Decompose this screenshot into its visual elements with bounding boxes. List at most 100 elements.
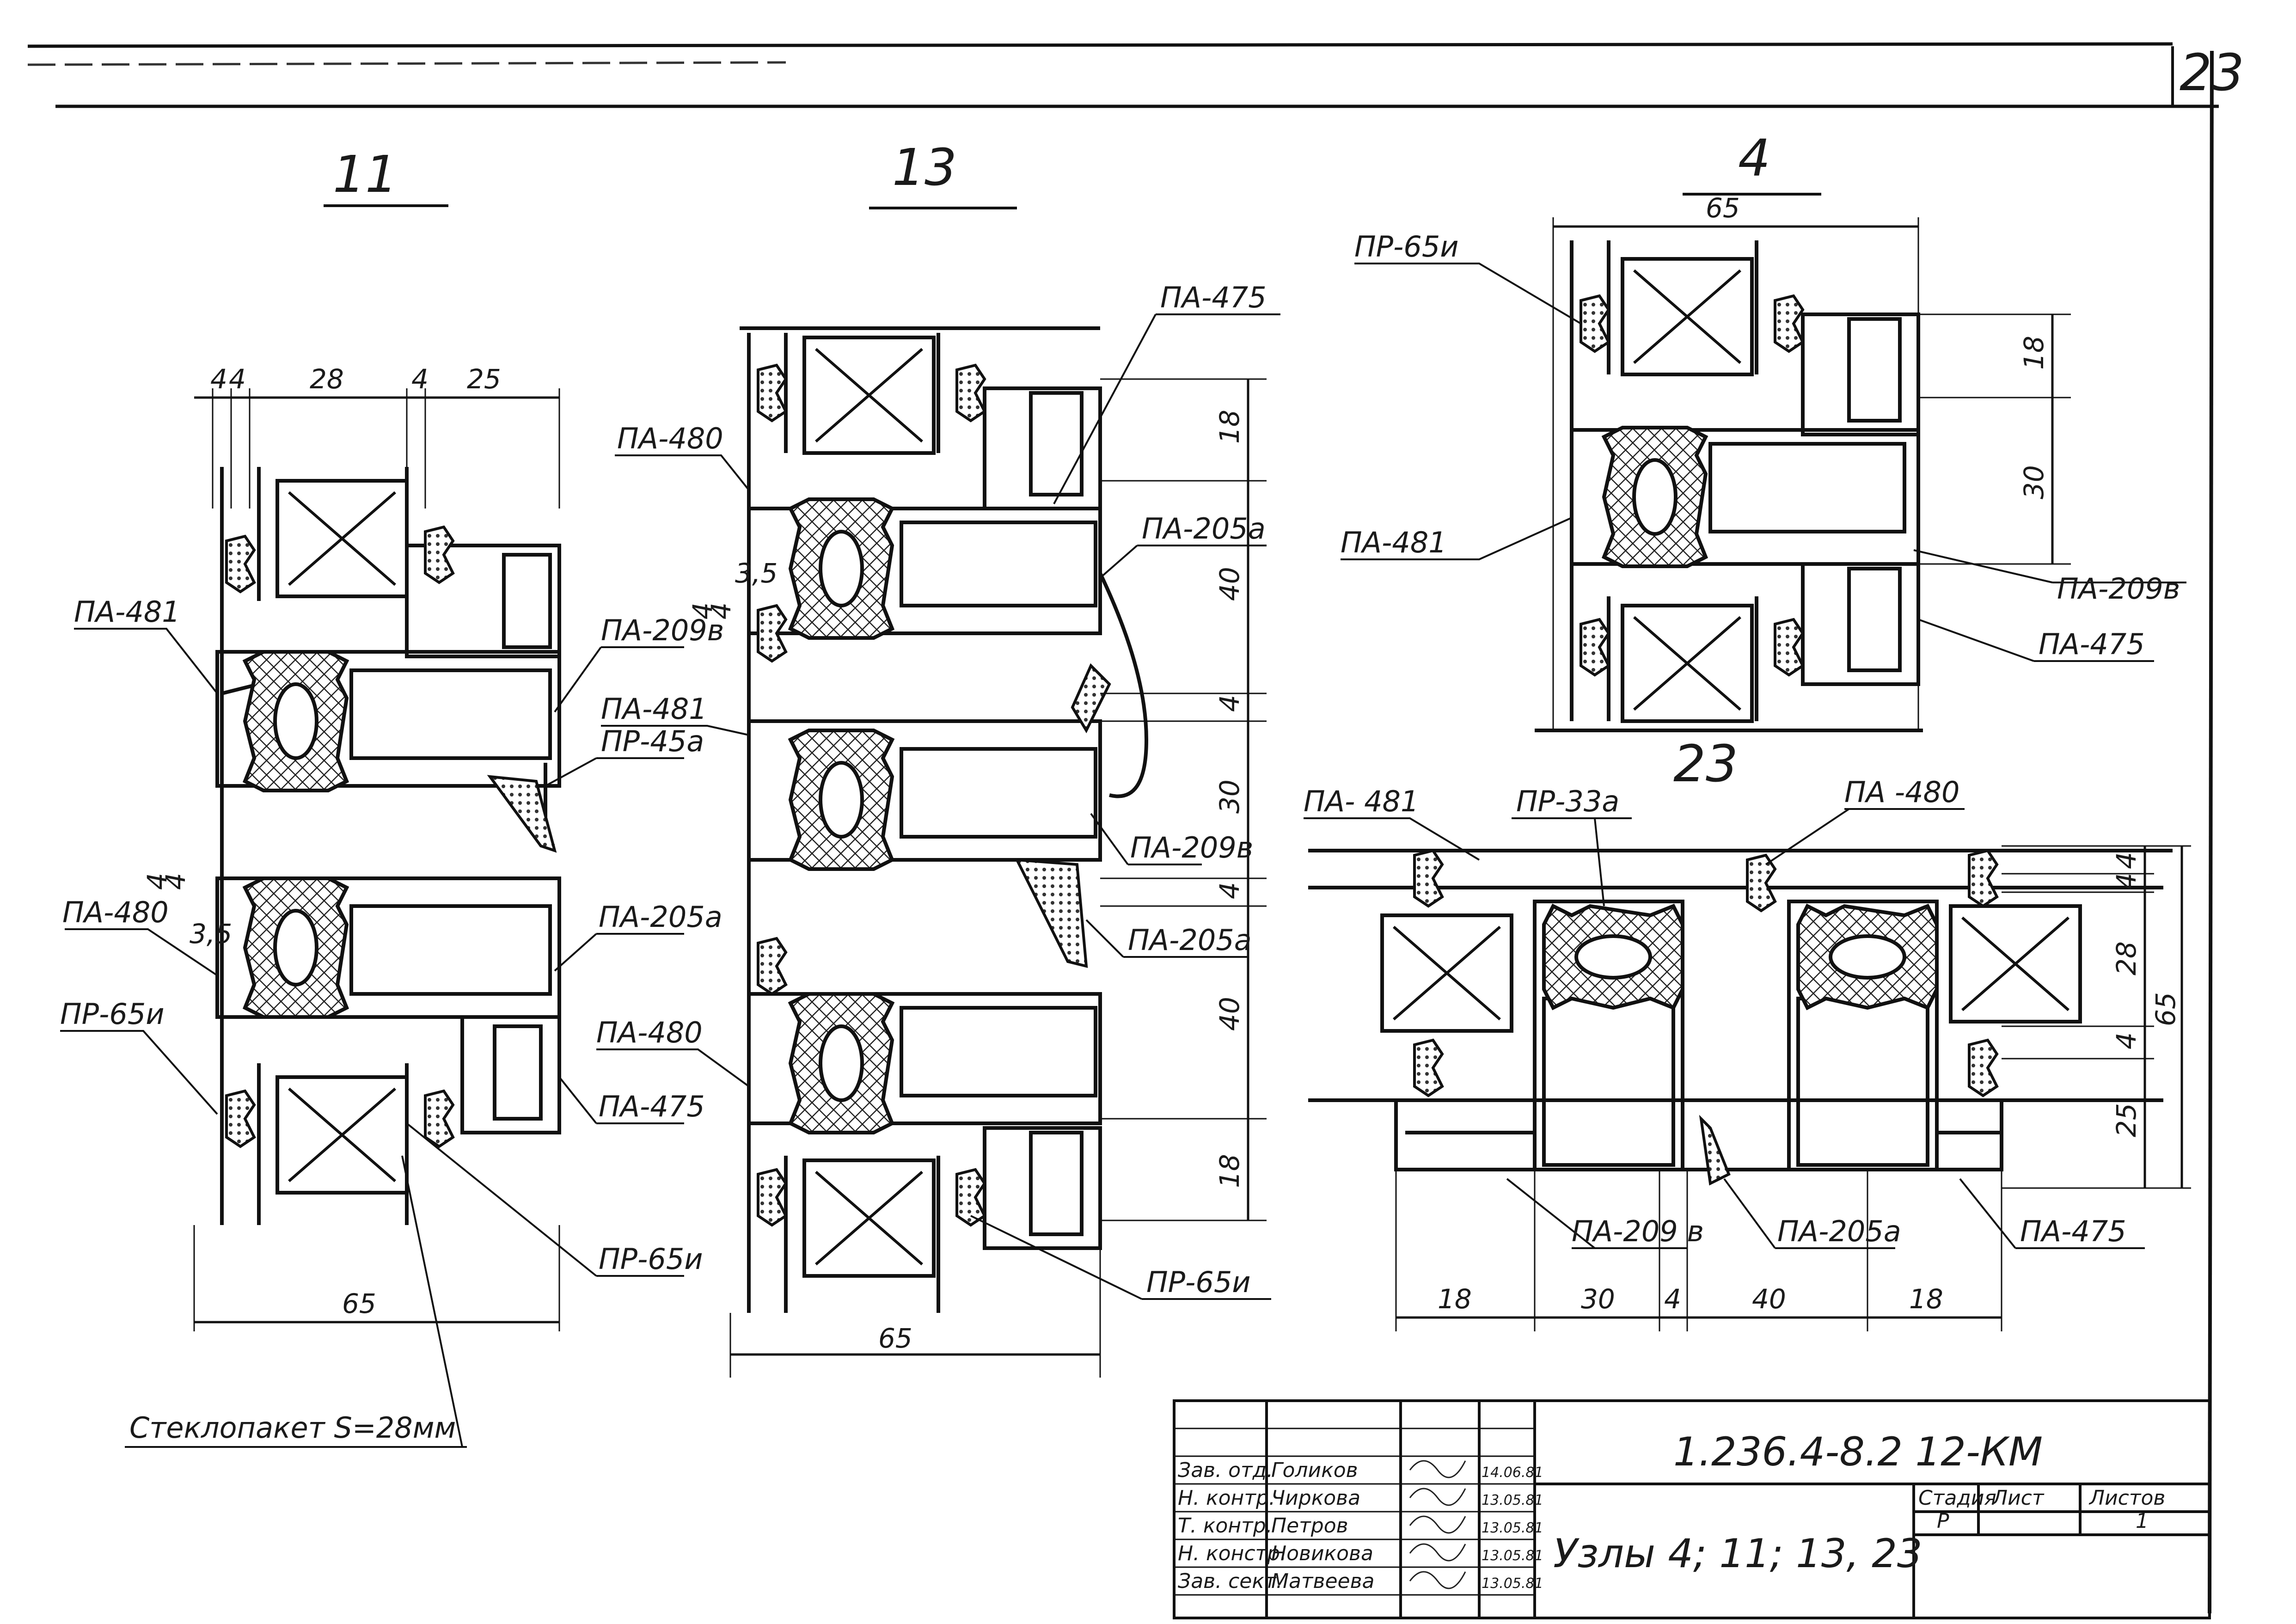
- n23-label-pa475: ПА-475: [2020, 1214, 2126, 1248]
- n13-small-dim-2: 4: [687, 602, 718, 619]
- n13-glass-bottom: [804, 1160, 934, 1276]
- n11-insert-bottom: [245, 878, 347, 1017]
- dim-n11-2: 4: [229, 363, 246, 395]
- node-23-dims-bottom: 18 30 4 40 18: [1395, 1170, 2002, 1331]
- n23-label-pa205a: ПА-205а: [1777, 1214, 1901, 1248]
- n4-label-pr65i: ПР-65и: [1354, 230, 1459, 264]
- tb-name-4: Матвеева: [1271, 1569, 1375, 1593]
- tb-date-0: 14.06.81: [1482, 1465, 1543, 1481]
- n23-insert-left: [1544, 906, 1683, 1008]
- n23-seal-1: [1414, 851, 1442, 906]
- node-23-dims-right: 4 4 28 4 25 65: [2002, 845, 2191, 1189]
- n4-dim-r2: 30: [2018, 465, 2050, 499]
- n13-seal-2: [957, 365, 985, 421]
- n23-insert-right: [1798, 906, 1937, 1008]
- n13-small-dim-3: 4: [705, 602, 737, 619]
- n4-dim-top: 65: [1706, 192, 1740, 224]
- tb-header-sheets: Листов: [2088, 1486, 2165, 1510]
- n13-small-dim-1: 3,5: [735, 558, 778, 589]
- tb-role-1: Н. контр.: [1178, 1486, 1275, 1510]
- tb-name-1: Чиркова: [1271, 1486, 1360, 1510]
- node-23-section: 23: [1304, 734, 2191, 1331]
- n13-seal-1: [758, 365, 786, 421]
- tb-role-2: Т. контр.: [1178, 1514, 1273, 1538]
- n13-label-pa205a-top: ПА-205а: [1142, 512, 1266, 545]
- n23-seal-2: [1414, 1040, 1442, 1096]
- n23-seal-4: [1969, 851, 1997, 906]
- n13-glass-top: [804, 337, 934, 453]
- dim-n11-5: 25: [467, 363, 501, 395]
- node-4-profile: [1535, 240, 1923, 732]
- n23-dim-total: 65: [2150, 992, 2181, 1026]
- n23-seal-3: [1747, 855, 1775, 911]
- node-13-section: 13: [596, 138, 1280, 1378]
- n13-label-pa480-bot: ПА-480: [596, 1016, 703, 1049]
- node-23-profile: [1308, 849, 2173, 1171]
- n11-dim-bottom: 65: [342, 1288, 376, 1319]
- node-23-title: 23: [1673, 734, 1738, 793]
- n4-seal-2: [1775, 296, 1803, 351]
- node-11-section: 11 4 4 28 4 25: [60, 145, 724, 1448]
- n11-label-pr45a: ПР-45а: [601, 724, 704, 758]
- n13-dim-r7: 18: [1214, 1154, 1245, 1188]
- n11-small-dim-3: 3,5: [190, 918, 232, 950]
- tb-value-stage: Р: [1937, 1509, 1949, 1533]
- n23-label-pa480: ПА -480: [1844, 775, 1959, 809]
- n13-label-pa475: ПА-475: [1160, 281, 1267, 314]
- tb-designation: 1.236.4-8.2 12-КМ: [1673, 1429, 2043, 1475]
- dim-n11-3: 28: [310, 363, 344, 395]
- n23-label-pa481: ПА- 481: [1304, 784, 1419, 818]
- n11-note-glass-unit: Стеклопакет S=28мм: [129, 1411, 456, 1445]
- n13-label-pa480-top: ПА-480: [617, 422, 723, 455]
- n4-label-pa209v: ПА-209в: [2057, 572, 2180, 606]
- n4-seal-3: [1581, 619, 1609, 675]
- n4-label-pa475: ПА-475: [2039, 627, 2145, 661]
- n23-seal-5: [1969, 1040, 1997, 1096]
- n11-label-pa205a: ПА-205а: [599, 900, 722, 934]
- sheet-frame: [27, 42, 2219, 1614]
- node-13-profile: [740, 326, 1149, 1313]
- n13-dim-r1: 18: [1214, 410, 1245, 444]
- n4-seal-1: [1581, 296, 1609, 351]
- n13-seal-5: [758, 1170, 786, 1225]
- node-4-title: 4: [1738, 129, 1770, 188]
- n13-label-pa209v: ПА-209в: [1130, 831, 1253, 864]
- n4-glass-top: [1623, 259, 1752, 374]
- n13-label-pa481: ПА-481: [601, 692, 707, 726]
- n23-label-pr33a: ПР-33а: [1516, 784, 1619, 818]
- sheet-number: 23: [2180, 43, 2244, 102]
- n23-dim-b4: 40: [1752, 1283, 1786, 1315]
- n13-dim-r6: 40: [1214, 997, 1245, 1031]
- tb-sheet-title: Узлы 4; 11; 13, 23: [1553, 1531, 1923, 1577]
- n23-dim-r1: 4: [2111, 852, 2142, 869]
- n11-glass-bottom: [277, 1077, 407, 1193]
- n11-seal-1: [227, 536, 254, 592]
- n11-glass-top: [277, 481, 407, 596]
- n4-insert: [1604, 428, 1706, 566]
- n23-dim-r5: 25: [2111, 1103, 2142, 1137]
- n11-seal-2: [425, 527, 453, 582]
- tb-header-stage: Стадия: [1918, 1486, 1996, 1510]
- n11-leaders: [60, 628, 684, 1447]
- n13-insert-3: [790, 994, 892, 1133]
- node-11-dims-top: 4 4 28 4 25: [194, 363, 560, 509]
- n23-dim-r3: 28: [2111, 941, 2142, 975]
- n4-glass-bottom: [1623, 606, 1752, 721]
- n11-label-pr65i: ПР-65и: [599, 1242, 703, 1276]
- dim-n11-4: 4: [411, 363, 429, 395]
- n11-small-dim-2: 4: [160, 873, 191, 890]
- tb-name-0: Голиков: [1271, 1459, 1358, 1482]
- n23-dim-b5: 18: [1909, 1283, 1943, 1315]
- title-block: 1.236.4-8.2 12-КМ Узлы 4; 11; 13, 23 Ста…: [1173, 1399, 2211, 1619]
- tb-signatures: [1409, 1460, 1466, 1589]
- n11-label-pa480: ПА-480: [62, 895, 169, 929]
- n13-label-pr65i: ПР-65и: [1146, 1265, 1251, 1299]
- n4-dim-r1: 18: [2018, 336, 2050, 370]
- tb-date-4: 13.05.81: [1482, 1575, 1543, 1592]
- n13-leaders: [596, 313, 1280, 1300]
- n23-dim-r2: 4: [2111, 873, 2142, 890]
- n11-label-pr65i-left: ПР-65и: [60, 997, 165, 1031]
- n11-label-pa209v: ПА-209в: [601, 613, 724, 647]
- n23-glass-right: [1951, 906, 2080, 1022]
